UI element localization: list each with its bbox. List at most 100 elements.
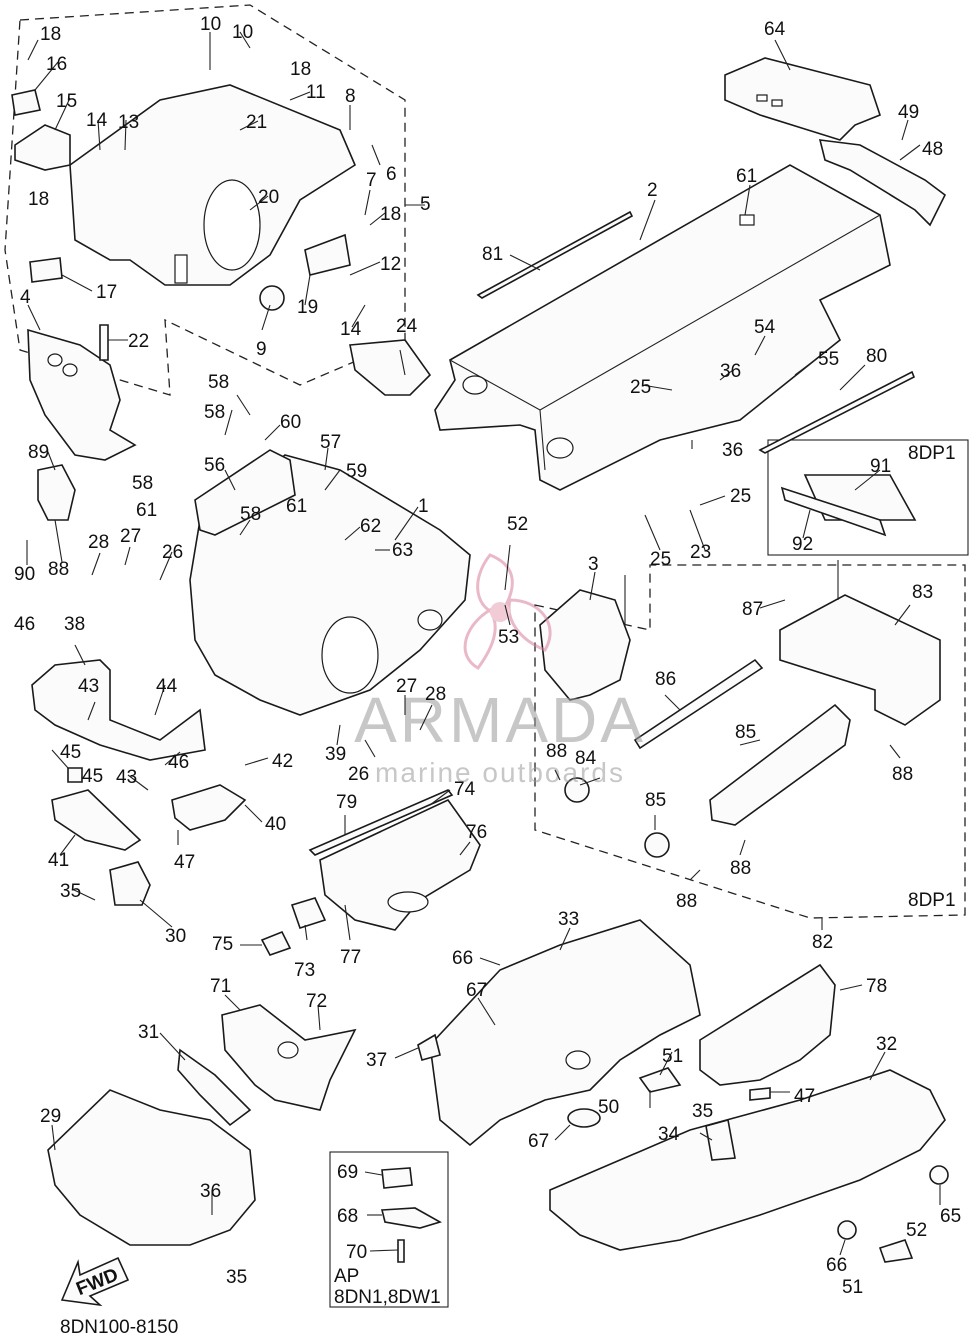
- callout-51a: 50: [598, 1097, 619, 1118]
- part-30-bracket: [109, 861, 151, 906]
- callout-34: 34: [658, 1124, 680, 1145]
- callout-35b: 35: [692, 1101, 713, 1122]
- callout-19: 19: [297, 297, 318, 318]
- callout-54: 53: [498, 627, 519, 648]
- part-33-hull: [429, 919, 701, 1147]
- part-31-grille: [177, 1048, 252, 1127]
- fwd-arrow-shape: [60, 1256, 130, 1307]
- callout-66b: 66: [826, 1255, 847, 1276]
- part-93-strip: [780, 486, 887, 537]
- callout-1: 1: [418, 496, 429, 517]
- callout-31: 31: [138, 1022, 159, 1043]
- part-74-pad: [290, 897, 327, 929]
- part-84-cover: [779, 594, 941, 726]
- callout-26b: 26: [348, 764, 369, 785]
- callout-88c: 88: [546, 741, 567, 762]
- part-57-bracket: [194, 449, 296, 536]
- part-39-handle: [31, 659, 206, 761]
- part-79-mat: [699, 963, 836, 1086]
- callout-13: 13: [118, 112, 139, 133]
- watermark-tagline: marine outboards: [375, 757, 625, 788]
- callout-45b: 45: [82, 766, 103, 787]
- leader-lines: [26, 31, 941, 1256]
- part-70-plate: [381, 1167, 413, 1189]
- part-68-ring: [567, 1108, 601, 1128]
- callout-67b: 67: [466, 980, 487, 1001]
- callout-4: 4: [20, 287, 31, 308]
- callout-22: 22: [128, 331, 149, 352]
- callout-27b: 27: [396, 676, 417, 697]
- callout-labels: 1 2 3 4 5 6 7 8 9 10 10 11 12 13 14 14 1…: [14, 14, 961, 1298]
- callout-23: 23: [690, 542, 711, 563]
- callout-15: 15: [56, 91, 77, 112]
- callout-85b: 85: [645, 790, 666, 811]
- callout-71: 70: [346, 1242, 367, 1263]
- callout-38: 37: [366, 1050, 387, 1071]
- callout-74: 73: [294, 960, 315, 981]
- callout-93: 92: [792, 534, 813, 555]
- part-frame-upper: [69, 84, 357, 286]
- part-34-bracket: [705, 1118, 736, 1161]
- part-9-ring: [259, 285, 285, 311]
- callout-61b: 61: [136, 500, 157, 521]
- callout-36b: 36: [200, 1181, 221, 1202]
- part-15-bracket: [14, 124, 71, 171]
- callout-55: 54: [754, 317, 776, 338]
- part-71-bolt: [397, 1239, 405, 1263]
- part-49-bracket: [818, 139, 947, 227]
- part-32-hull: [549, 1069, 946, 1251]
- part-1-main-frame: [189, 454, 471, 716]
- armada-watermark: ARMADA marine outboards: [354, 553, 643, 788]
- callout-47a: 46: [14, 614, 35, 635]
- callout-58b: 58: [208, 372, 229, 393]
- callout-28a: 28: [88, 532, 109, 553]
- part-48-clip: [749, 1087, 771, 1101]
- callout-60: 59: [346, 461, 367, 482]
- callout-61c: 61: [286, 496, 307, 517]
- callout-67a: 66: [452, 948, 473, 969]
- callout-9: 9: [256, 339, 267, 360]
- callout-48: 47: [794, 1086, 815, 1107]
- callout-17: 17: [96, 282, 117, 303]
- callout-58c: 58: [240, 504, 261, 525]
- part-38-bracket: [417, 1033, 441, 1061]
- callout-69: 68: [337, 1206, 358, 1227]
- callout-65: 64: [764, 19, 786, 40]
- group-outlines: [4, 4, 969, 1308]
- callout-44: 43: [78, 676, 99, 697]
- callout-85a: 84: [575, 748, 597, 769]
- callout-11: 11: [306, 82, 326, 103]
- part-19-plate: [304, 233, 351, 276]
- callout-41: 40: [265, 814, 286, 835]
- part-85-mount-b: [644, 832, 670, 858]
- callout-91: 90: [14, 564, 35, 585]
- part-87-rail: [633, 658, 764, 750]
- callout-76: 75: [212, 934, 233, 955]
- part-52-bracket-b: [878, 1239, 914, 1263]
- part-76-pad: [260, 930, 292, 956]
- part-24-plate: [349, 339, 432, 396]
- callout-57: 56: [204, 455, 225, 476]
- callout-52b: 52: [906, 1220, 927, 1241]
- diagram-code: 8DN100-8150: [60, 1317, 178, 1337]
- callout-43a: 42: [272, 751, 293, 772]
- callout-8: 8: [345, 86, 356, 107]
- parts: [11, 57, 949, 1307]
- callout-27a: 27: [120, 526, 141, 547]
- callout-24: 24: [396, 316, 418, 337]
- callout-25a: 25: [630, 377, 651, 398]
- callout-87: 86: [655, 669, 676, 690]
- callout-88b: 88: [892, 764, 913, 785]
- callout-39: 38: [64, 614, 85, 635]
- callout-18d: 18: [28, 189, 49, 210]
- callout-88e: 88: [676, 891, 697, 912]
- part-41-plate: [171, 784, 247, 831]
- callout-46b: 46: [168, 752, 189, 773]
- callout-56: 55: [818, 349, 839, 370]
- part-42-plate: [51, 789, 142, 851]
- part-66-plug-a: [929, 1165, 949, 1185]
- callout-59: 58: [204, 402, 225, 423]
- callout-29: 29: [40, 1106, 61, 1127]
- callout-77: 76: [466, 822, 487, 843]
